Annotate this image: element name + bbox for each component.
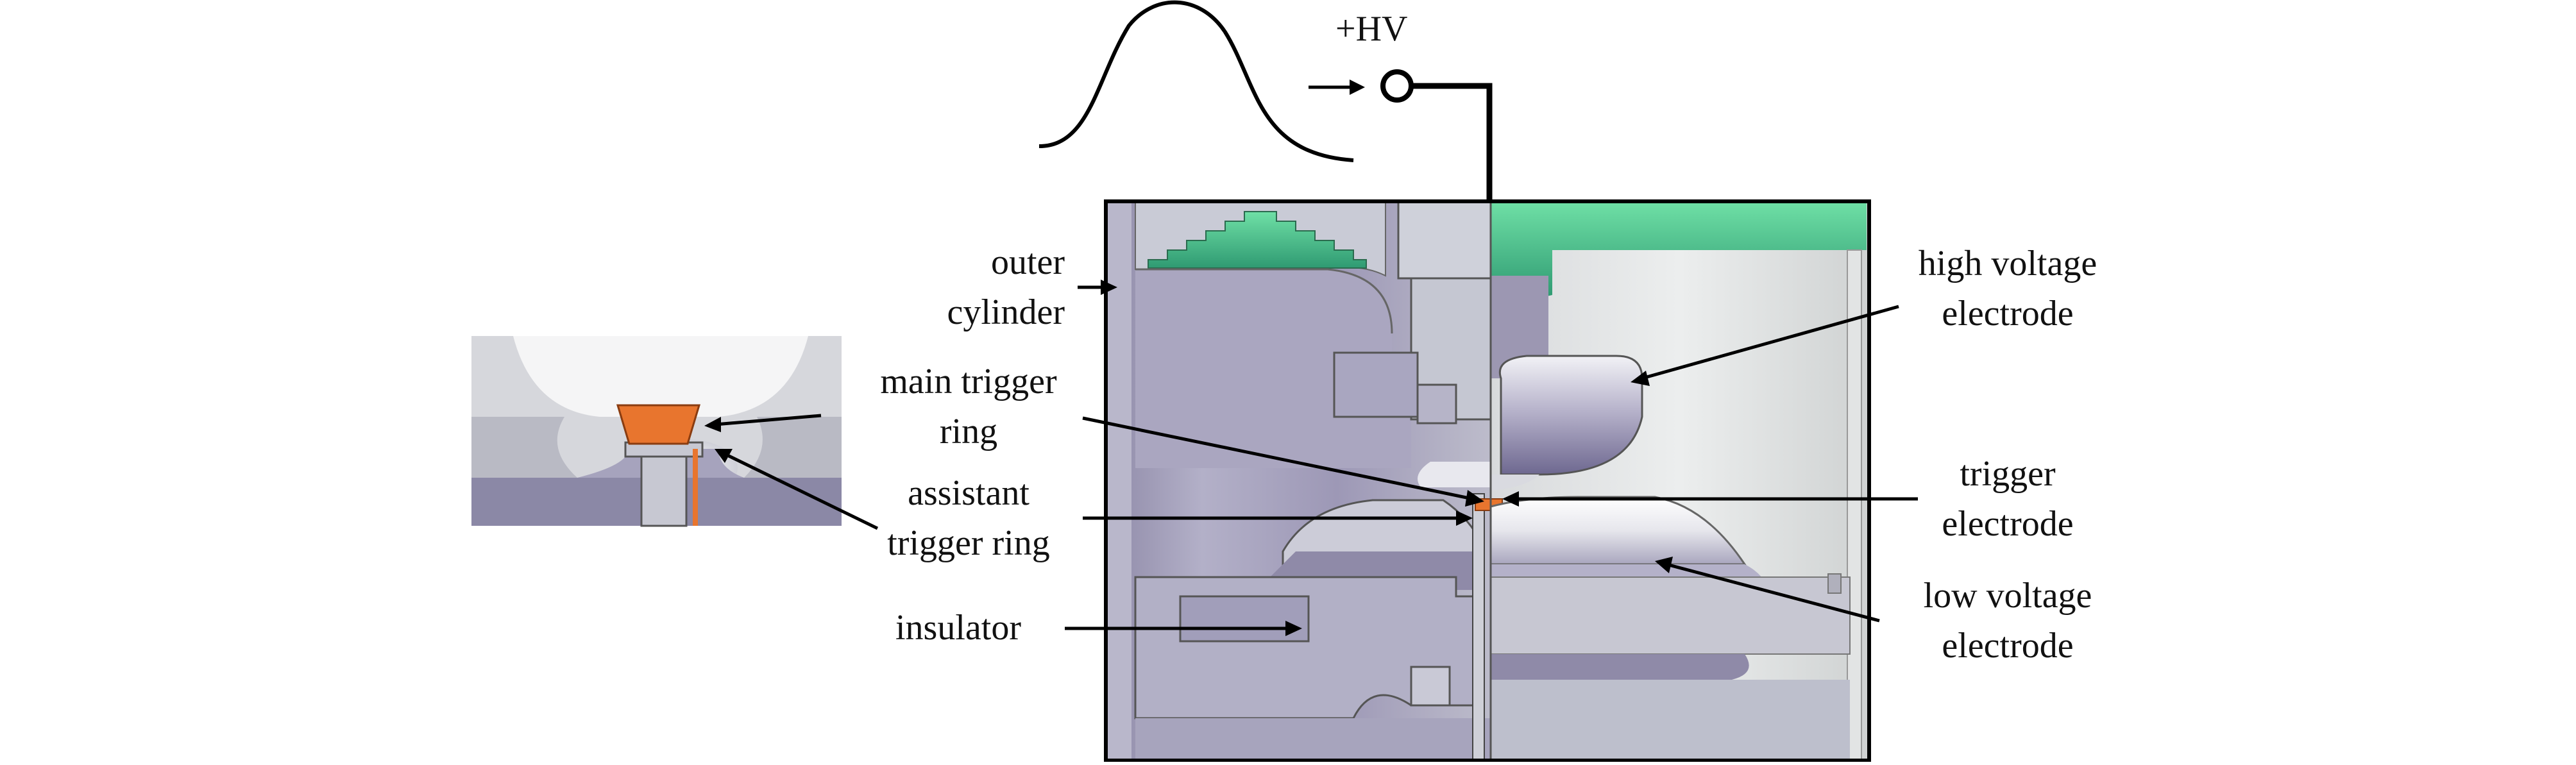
- arrow-high-voltage-electrode: [1641, 305, 1899, 380]
- left-upper-housing-edge: [1135, 268, 1393, 334]
- right-outer-wall: [1860, 201, 1869, 761]
- left-bottom-base: [1135, 718, 1491, 761]
- inset-arrow-assistant: [724, 452, 879, 530]
- left-lve-top: [1282, 499, 1477, 566]
- inset-lower-left: [471, 417, 577, 478]
- pulse-waveform: [1038, 0, 1354, 162]
- label-hve-line2: electrode: [1942, 294, 2074, 333]
- arrowhead-insulator: [1285, 621, 1302, 636]
- inset-upper-electrode: [513, 336, 808, 417]
- hv-terminal: [1380, 69, 1414, 103]
- switch-cross-section: [1104, 199, 1871, 762]
- label-outer-cylinder-line2: cylinder: [947, 292, 1065, 332]
- right-lower-flange: [1490, 576, 1851, 655]
- label-low-voltage-electrode: low voltage electrode: [1892, 571, 2123, 671]
- trigger-rod: [1472, 493, 1485, 761]
- label-main-trigger-ring-line2: ring: [939, 412, 998, 451]
- hv-pulse: [1038, 0, 1493, 201]
- arrow-main-trigger-ring: [1082, 416, 1473, 501]
- left-mid-block: [1333, 351, 1419, 418]
- inset-arrowhead-main: [704, 417, 721, 432]
- left-insulator-bolt: [1410, 666, 1451, 707]
- inset-stem: [640, 448, 688, 527]
- label-assistant-trigger-ring: assistant trigger ring: [860, 468, 1078, 568]
- label-assistant-trigger-ring-line2: trigger ring: [887, 523, 1050, 563]
- arrowhead-assistant-trigger-ring: [1456, 510, 1473, 526]
- label-insulator: insulator: [895, 608, 1021, 648]
- right-small-bolt: [1827, 573, 1842, 594]
- left-green-insulator: [1148, 211, 1367, 269]
- arrowhead-trigger-electrode: [1502, 491, 1519, 507]
- inset-assistant-trigger-ring: [693, 449, 698, 526]
- label-high-voltage-electrode: high voltage electrode: [1886, 239, 2130, 339]
- label-main-trigger-ring-line1: main trigger: [880, 362, 1057, 401]
- left-neck-glow: [1418, 462, 1491, 487]
- arrowhead-main-trigger-ring: [1465, 490, 1484, 507]
- label-trigger-electrode: trigger electrode: [1905, 449, 2110, 549]
- inset-main-trigger-ring: [616, 404, 701, 445]
- inset-lower-right: [744, 417, 842, 478]
- label-trigger-electrode-line2: electrode: [1942, 504, 2074, 544]
- right-bottom-base: [1491, 680, 1850, 761]
- hv-lead: [1411, 83, 1493, 201]
- label-trigger-electrode-line1: trigger: [1960, 454, 2056, 494]
- arrowhead-high-voltage-electrode: [1631, 371, 1650, 386]
- hve-tip: [1491, 475, 1539, 491]
- right-green-insulator: [1491, 201, 1867, 298]
- left-upper-housing: [1135, 269, 1411, 468]
- left-outer-wall: [1106, 201, 1131, 761]
- arrowhead-outer-cylinder: [1101, 280, 1117, 295]
- label-outer-cylinder: outer cylinder: [924, 237, 1065, 337]
- label-hve-line1: high voltage: [1918, 244, 2097, 283]
- inset-arrow-main: [715, 414, 822, 426]
- arrow-low-voltage-electrode: [1666, 562, 1880, 623]
- annotation-arrows: [1065, 280, 1918, 636]
- inset-detail: [471, 336, 879, 530]
- arrowhead-low-voltage-electrode: [1655, 557, 1673, 573]
- left-insulator-slot: [1179, 595, 1310, 643]
- right-flange-shadow: [1491, 654, 1749, 680]
- hv-label: +HV: [1335, 9, 1408, 49]
- label-lve-line1: low voltage: [1923, 576, 2092, 616]
- left-center-cap: [1397, 200, 1492, 280]
- outer-frame: [1104, 199, 1871, 762]
- label-main-trigger-ring: main trigger ring: [860, 357, 1078, 457]
- left-mid-small: [1416, 383, 1457, 425]
- label-lve-line2: electrode: [1942, 626, 2074, 666]
- label-outer-cylinder-line1: outer: [990, 242, 1065, 282]
- label-assistant-trigger-ring-line1: assistant: [908, 473, 1030, 513]
- inset-arrowhead-assistant: [715, 449, 733, 463]
- pulse-arrowhead: [1350, 80, 1365, 95]
